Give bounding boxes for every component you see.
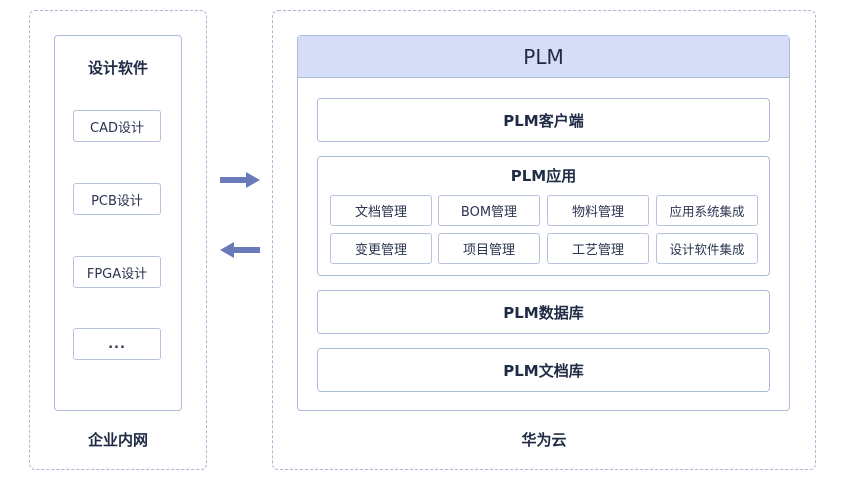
module-design-software-integration: 设计软件集成 <box>656 233 758 264</box>
enterprise-intranet-label: 企业内网 <box>87 430 148 449</box>
module-process-management: 工艺管理 <box>547 233 649 264</box>
plm-client-box: PLM客户端 <box>317 98 770 142</box>
module-material-management: 物料管理 <box>547 195 649 226</box>
design-software-title: 设计软件 <box>87 58 148 77</box>
plm-header: PLM <box>298 36 789 78</box>
arrow-left-icon <box>220 242 260 258</box>
module-project-management: 项目管理 <box>438 233 540 264</box>
plm-database-box: PLM数据库 <box>317 290 770 334</box>
pcb-design-item: PCB设计 <box>73 183 161 215</box>
enterprise-intranet-zone <box>29 10 207 470</box>
plm-document-library-box: PLM文档库 <box>317 348 770 392</box>
more-items: ... <box>73 328 161 360</box>
module-document-management: 文档管理 <box>330 195 432 226</box>
huawei-cloud-label: 华为云 <box>521 430 567 449</box>
cad-design-item: CAD设计 <box>73 110 161 142</box>
module-app-system-integration: 应用系统集成 <box>656 195 758 226</box>
module-change-management: 变更管理 <box>330 233 432 264</box>
huawei-cloud-zone <box>272 10 816 470</box>
arrow-right-icon <box>220 172 260 188</box>
fpga-design-item: FPGA设计 <box>73 256 161 288</box>
plm-application-title: PLM应用 <box>510 166 577 185</box>
module-bom-management: BOM管理 <box>438 195 540 226</box>
